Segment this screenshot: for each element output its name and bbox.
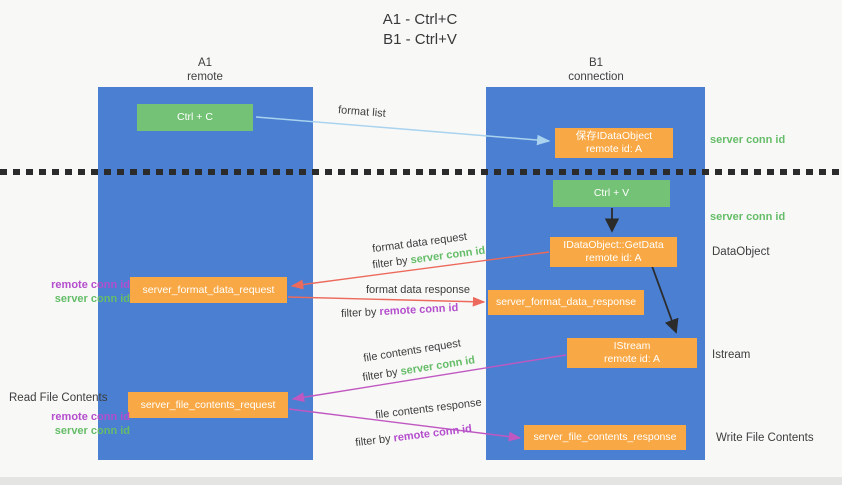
remote-conn-id-text: remote conn id — [392, 422, 473, 445]
label-filter-by-remote-conn-id-format: filter by remote conn id — [341, 302, 459, 321]
filter-by-text: filter by — [354, 432, 395, 450]
filter-by-text: filter by — [361, 365, 402, 384]
label-file-contents-response: file contents response — [374, 396, 483, 422]
label-format-data-response: format data response — [366, 284, 470, 296]
node-server-file-contents-request-label: server_file_contents_request — [140, 398, 276, 411]
node-istream-line2: remote id: A — [603, 353, 661, 365]
node-save-idataobject-line1: 保存IDataObject — [575, 130, 653, 142]
title-line-1: A1 - Ctrl+C — [382, 11, 458, 28]
label-remote-conn-id-left-bottom: remote conn id — [51, 411, 130, 423]
node-server-file-contents-request: server_file_contents_request — [128, 392, 288, 418]
node-ctrl-c: Ctrl + C — [137, 104, 253, 131]
remote-conn-id-text: remote conn id — [379, 301, 459, 319]
label-dataobject: DataObject — [712, 246, 770, 258]
label-server-conn-id-left-top: server conn id — [54, 293, 130, 305]
lane-a1-subtitle: remote — [187, 71, 223, 83]
node-getdata-line2: remote id: A — [585, 252, 642, 264]
node-idataobject-getdata: IDataObject::GetData remote id: A — [550, 237, 677, 267]
title-line-2: B1 - Ctrl+V — [383, 31, 457, 48]
filter-by-text: filter by — [371, 254, 412, 272]
label-remote-conn-id-left-top: remote conn id — [51, 279, 130, 291]
node-save-idataobject: 保存IDataObject remote id: A — [555, 128, 673, 158]
node-save-idataobject-line2: remote id: A — [585, 143, 643, 155]
label-server-conn-id-left-bottom: server conn id — [54, 425, 130, 437]
node-server-format-data-response-label: server_format_data_response — [495, 296, 637, 308]
label-read-file-contents: Read File Contents — [9, 392, 108, 404]
lane-header-b1: B1 connection — [536, 56, 656, 84]
node-ctrl-v: Ctrl + V — [553, 180, 670, 207]
label-format-list: format list — [337, 104, 387, 120]
lane-b1-name: B1 — [588, 57, 604, 69]
filter-by-text: filter by — [340, 306, 380, 321]
label-server-conn-id-right-mid: server conn id — [710, 211, 786, 223]
node-server-format-data-response: server_format_data_response — [488, 290, 644, 315]
label-istream: Istream — [712, 349, 751, 361]
lane-b1-subtitle: connection — [568, 71, 624, 83]
node-server-format-data-request-label: server_format_data_request — [142, 283, 275, 296]
lane-header-a1: A1 remote — [145, 56, 265, 84]
node-istream-line1: IStream — [613, 340, 651, 352]
node-server-file-contents-response-label: server_file_contents_response — [533, 431, 677, 443]
label-write-file-contents: Write File Contents — [716, 432, 814, 444]
node-getdata-line1: IDataObject::GetData — [563, 239, 664, 251]
label-server-conn-id-right-top: server conn id — [710, 134, 786, 146]
node-ctrl-c-label: Ctrl + C — [177, 111, 213, 123]
label-filter-by-remote-conn-id-file: filter by remote conn id — [355, 423, 473, 450]
bottom-edge-strip — [0, 477, 842, 485]
node-istream: IStream remote id: A — [567, 338, 697, 368]
dotted-separator — [0, 169, 842, 175]
lane-a1-name: A1 — [197, 57, 213, 69]
node-server-file-contents-response: server_file_contents_response — [524, 425, 686, 450]
node-ctrl-v-label: Ctrl + V — [593, 187, 630, 199]
node-server-format-data-request: server_format_data_request — [130, 277, 287, 303]
diagram-title: A1 - Ctrl+C B1 - Ctrl+V — [300, 10, 540, 50]
